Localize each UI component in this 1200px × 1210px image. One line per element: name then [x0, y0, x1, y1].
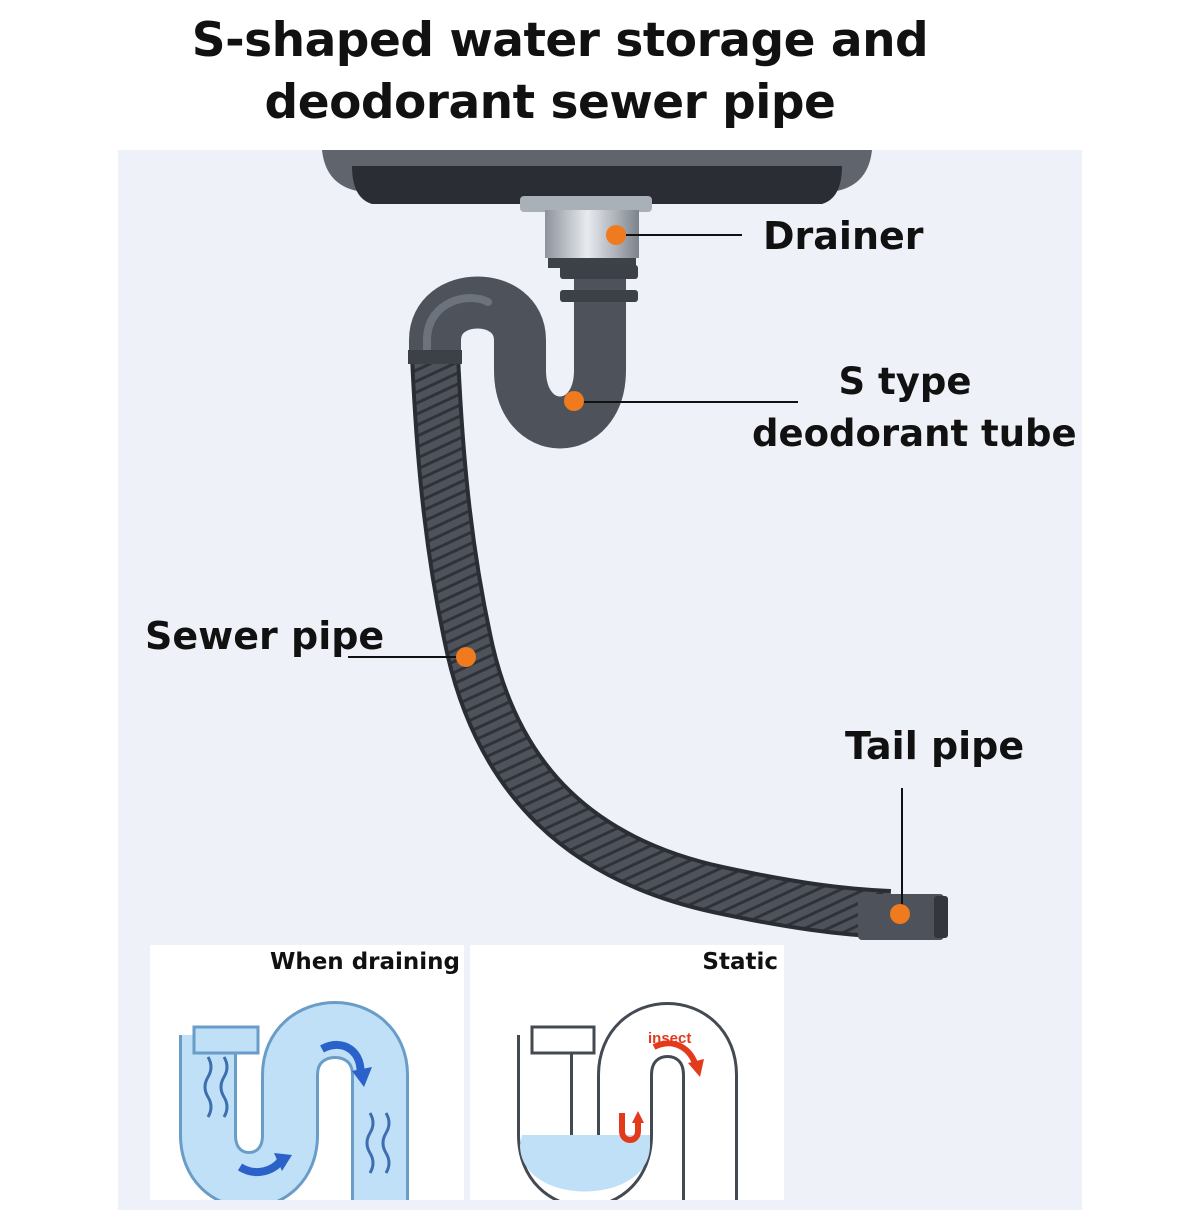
- inset-when-draining: When draining: [150, 945, 464, 1200]
- tail-pipe-marker: [890, 904, 910, 924]
- inset-static: insect Static: [470, 945, 784, 1200]
- sewer-pipe-label: Sewer pipe: [145, 614, 385, 658]
- drainer-fitting: [520, 196, 652, 268]
- tail-pipe-label: Tail pipe: [845, 724, 1025, 768]
- sewer-pipe-marker: [456, 647, 476, 667]
- page-title-line-1: S-shaped water storage and: [191, 13, 929, 68]
- insect-label: insect: [648, 1030, 691, 1047]
- callout-markers: [456, 225, 910, 924]
- s-type-marker: [564, 391, 584, 411]
- insect-blocked-arrow: [619, 1113, 641, 1143]
- page-title-line-2: deodorant sewer pipe: [264, 75, 836, 130]
- s-type-label: S type deodorant tube: [752, 356, 1077, 460]
- drainer-label: Drainer: [763, 214, 924, 258]
- s-type-label-line-1: S type: [838, 360, 972, 403]
- s-type-label-line-2: deodorant tube: [752, 412, 1077, 455]
- callout-leader-lines: [348, 234, 903, 914]
- sink-basin: [322, 150, 872, 204]
- when-draining-label: When draining: [269, 949, 460, 975]
- static-water: [520, 1135, 650, 1192]
- water-flow-lines: [203, 1056, 391, 1174]
- drainer-marker: [606, 225, 626, 245]
- static-label: Static: [702, 949, 778, 975]
- static-trap-illustration: insect: [517, 1002, 738, 1200]
- draining-trap-illustration: [179, 1001, 409, 1200]
- s-type-deodorant-tube: [408, 265, 638, 449]
